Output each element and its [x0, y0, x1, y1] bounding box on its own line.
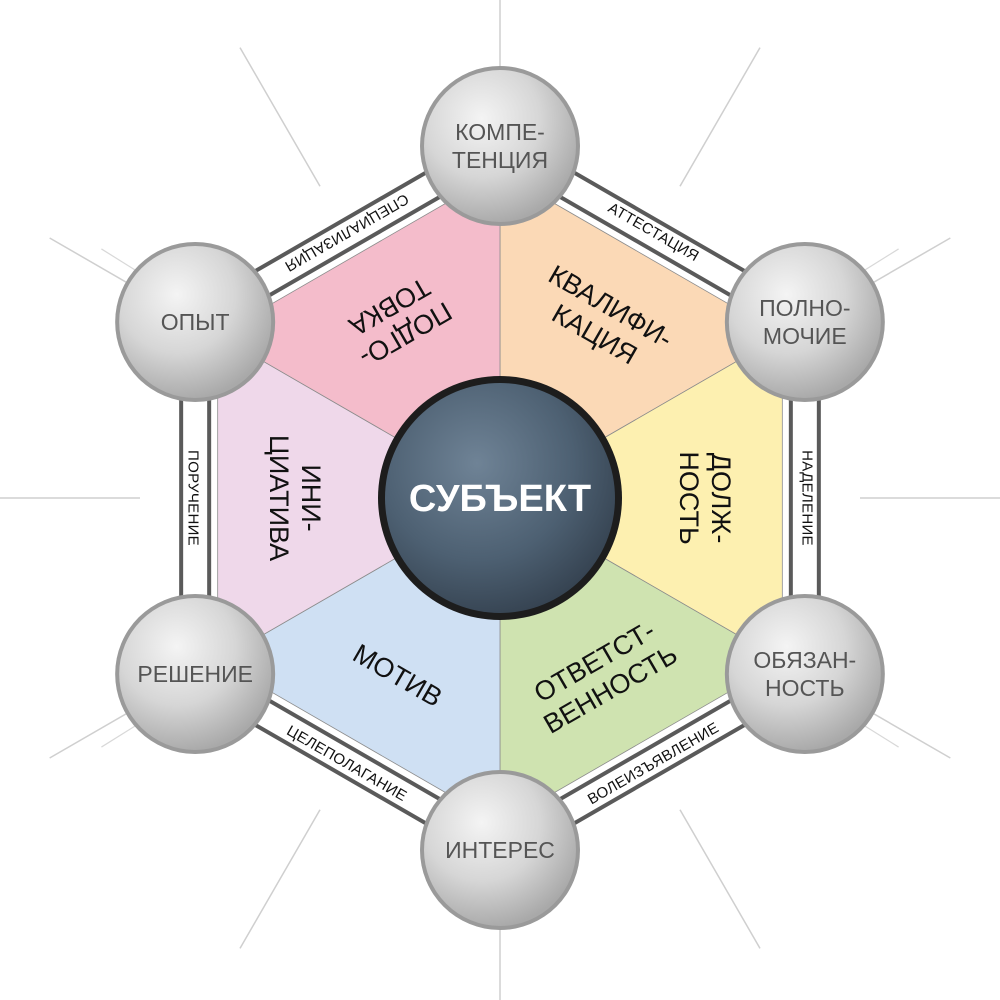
node-label-line: КОМПЕ-	[455, 119, 545, 145]
node-label: КОМПЕ-ТЕНЦИЯ	[452, 119, 548, 173]
sector-label: ИНИ-ЦИАТИВА	[264, 435, 326, 561]
sector-group: КВАЛИФИ-КАЦИЯДОЛЖ-НОСТЬОТВЕТСТ-ВЕННОСТЬМ…	[216, 171, 784, 825]
background-ray	[239, 809, 321, 949]
node-circle	[424, 70, 576, 222]
node-label: ОБЯЗАН-НОСТЬ	[753, 647, 856, 701]
node-label: РЕШЕНИЕ	[137, 661, 253, 687]
node: ОБЯЗАН-НОСТЬ	[724, 594, 885, 754]
sector-label-line: ЦИАТИВА	[264, 435, 294, 561]
sector-label-line: ДОЛЖ-	[706, 453, 736, 544]
background-ray	[679, 809, 761, 949]
background-ray	[679, 47, 761, 187]
sector-label-line: НОСТЬ	[674, 451, 704, 544]
node-circle	[119, 598, 272, 750]
node-label: ИНТЕРЕС	[445, 837, 555, 863]
node-label-line: НОСТЬ	[765, 675, 845, 701]
node-label-line: ОПЫТ	[161, 309, 230, 335]
node: РЕШЕНИЕ	[115, 594, 276, 754]
node-circle	[424, 774, 576, 926]
background-ray	[239, 47, 321, 187]
node-label: ОПЫТ	[161, 309, 230, 335]
node: ОПЫТ	[115, 242, 276, 402]
sector-label: ДОЛЖ-НОСТЬ	[674, 451, 736, 544]
node: ИНТЕРЕС	[420, 770, 580, 930]
node-label-line: ПОЛНО-	[759, 295, 850, 321]
node-label-line: ОБЯЗАН-	[753, 647, 856, 673]
node: ПОЛНО-МОЧИЕ	[724, 242, 885, 402]
node-label-line: ИНТЕРЕС	[445, 837, 555, 863]
node-group: КОМПЕ-ТЕНЦИЯПОЛНО-МОЧИЕОБЯЗАН-НОСТЬИНТЕР…	[115, 66, 885, 930]
node-label-line: РЕШЕНИЕ	[137, 661, 253, 687]
edge-label: НАДЕЛЕНИЕ	[798, 450, 815, 546]
node-circle	[728, 598, 881, 750]
node: КОМПЕ-ТЕНЦИЯ	[420, 66, 580, 226]
node-circle	[728, 246, 881, 398]
center-circle-group: СУБЪЕКТ	[378, 376, 622, 620]
node-label-line: МОЧИЕ	[763, 323, 847, 349]
node-circle	[119, 246, 272, 398]
center-label: СУБЪЕКТ	[409, 478, 591, 520]
node-label-line: ТЕНЦИЯ	[452, 147, 548, 173]
sector-label-line: ИНИ-	[296, 464, 326, 531]
center-circle	[385, 383, 615, 613]
edge-label: ПОРУЧЕНИЕ	[185, 450, 202, 546]
node-label: ПОЛНО-МОЧИЕ	[759, 295, 850, 349]
